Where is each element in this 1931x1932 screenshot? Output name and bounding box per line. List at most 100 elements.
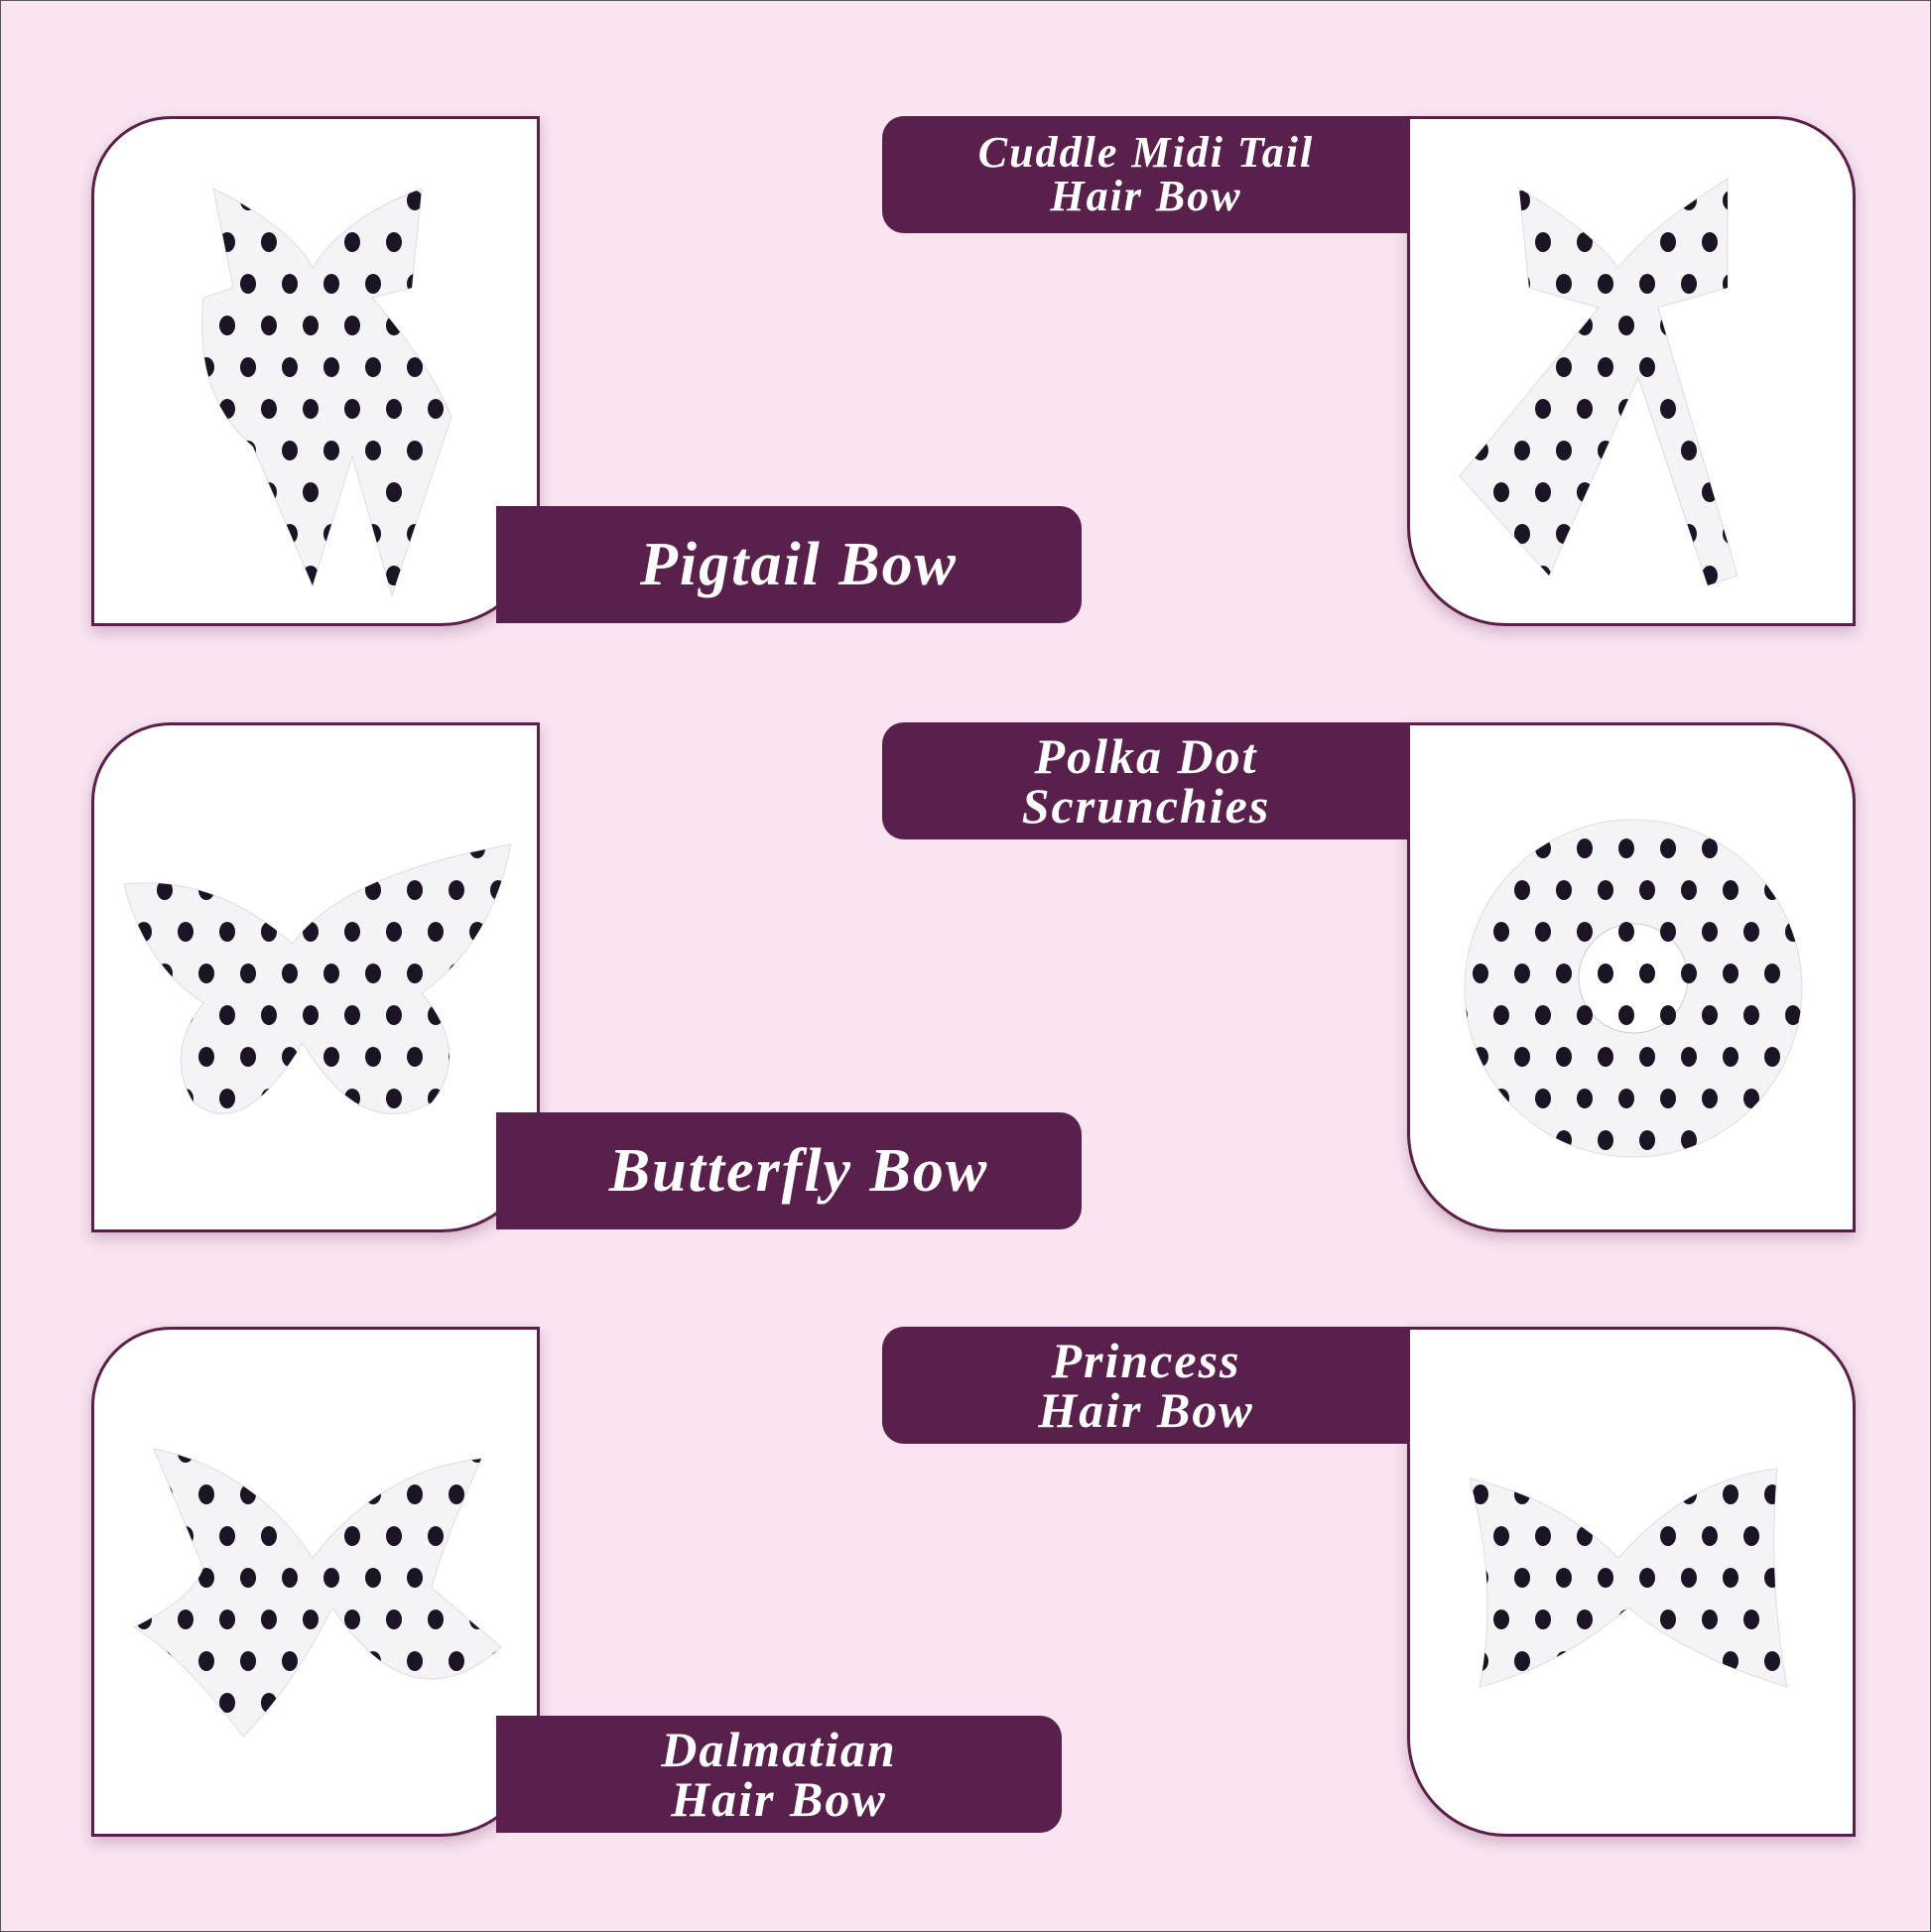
polka-dot: [386, 755, 402, 775]
polka-dot: [201, 524, 214, 544]
polka-dot: [1452, 1526, 1468, 1546]
polka-dot: [1785, 922, 1801, 942]
polka-dot: [219, 1172, 235, 1192]
polka-dot: [511, 755, 527, 775]
polka-dot: [1465, 1089, 1468, 1108]
polka-dot: [1535, 1693, 1551, 1713]
polka-dot: [344, 1089, 360, 1108]
polka-dot: [1702, 1443, 1718, 1463]
polka-dot: [1598, 1047, 1613, 1067]
polka-dot: [198, 1484, 214, 1504]
polka-dot: [386, 1776, 402, 1796]
polka-dot: [1535, 1526, 1551, 1546]
polka-dot: [198, 797, 214, 817]
polka-dot: [1660, 1172, 1676, 1192]
polka-dot: [1577, 1526, 1593, 1546]
polka-dot: [303, 1359, 319, 1379]
polka-dot: [261, 1610, 277, 1629]
polka-dot: [303, 755, 319, 775]
label-butterfly-bow: Butterfly Bow: [496, 1112, 1082, 1229]
polka-dot: [1473, 964, 1488, 983]
polka-dot: [428, 1449, 444, 1463]
polka-dot: [323, 1484, 339, 1504]
polka-dot: [323, 1735, 339, 1737]
polka-dot: [1493, 1172, 1509, 1192]
polka-dot: [1535, 482, 1551, 502]
polka-dot: [303, 844, 319, 858]
polka-dot: [136, 482, 152, 502]
polka-dot: [1577, 1443, 1593, 1463]
polka-dot: [1514, 1130, 1530, 1150]
polka-dot: [1743, 922, 1759, 942]
polka-dot: [1493, 1693, 1509, 1713]
polka-dot: [365, 1401, 381, 1421]
product-image-pigtail-bow[interactable]: [91, 116, 540, 626]
polka-dot: [1493, 922, 1509, 942]
label-text: Dalmatian: [661, 1722, 897, 1777]
polka-dot: [1743, 1693, 1759, 1713]
polka-dot: [1639, 524, 1655, 544]
polka-dot: [386, 922, 402, 942]
polka-dot: [1827, 1089, 1843, 1108]
polka-dot: [490, 441, 506, 460]
polka-dot: [344, 755, 360, 775]
polka-dot: [1702, 755, 1718, 775]
polka-dot: [1556, 1401, 1572, 1421]
polka-dot: [1493, 1610, 1509, 1629]
polka-dot: [219, 399, 235, 419]
polka-dot: [1785, 1172, 1801, 1192]
product-image-polka-dot-scrunchies[interactable]: [1407, 722, 1856, 1232]
polka-dot: [365, 1735, 381, 1737]
product-image-princess-hair-bow[interactable]: [1407, 1327, 1856, 1837]
polka-dot: [365, 1047, 381, 1067]
polka-dot: [1514, 357, 1530, 377]
polka-dot: [407, 1401, 423, 1421]
polka-dot: [1723, 357, 1738, 377]
polka-dot: [449, 1401, 464, 1421]
polka-dot: [1473, 880, 1488, 900]
polka-dot: [136, 1610, 152, 1629]
product-image-butterfly-bow[interactable]: [91, 722, 540, 1232]
polka-dot: [1806, 1047, 1822, 1067]
polka-dot: [1556, 1735, 1572, 1754]
polka-dot: [386, 482, 402, 502]
polka-dot: [1785, 838, 1801, 858]
polka-dot: [1514, 1651, 1530, 1671]
polka-dot: [1806, 1484, 1822, 1504]
polka-dot: [407, 1568, 423, 1588]
polka-dot: [386, 1359, 402, 1379]
polka-dot: [282, 274, 298, 294]
dalmatian-bow-image: [132, 1359, 502, 1796]
polka-dot: [1535, 1359, 1551, 1379]
polka-dot: [1535, 755, 1551, 775]
polka-dot: [1556, 1568, 1572, 1588]
polka-dot: [198, 1735, 214, 1737]
polka-dot: [1618, 1359, 1634, 1379]
polka-dot: [469, 1172, 485, 1192]
polka-dot: [282, 1735, 298, 1737]
polka-dot: [344, 1172, 360, 1192]
polka-dot: [1723, 1484, 1738, 1504]
polka-dot: [1723, 441, 1738, 460]
product-image-dalmatian-hair-bow[interactable]: [91, 1327, 540, 1837]
polka-dot: [1473, 797, 1488, 817]
polka-dot: [1618, 1610, 1634, 1629]
polka-dot: [1639, 1735, 1655, 1754]
polka-dot: [1452, 1172, 1468, 1192]
polka-dot: [1681, 1568, 1697, 1588]
polka-dot: [1702, 922, 1718, 942]
polka-dot: [1556, 1484, 1572, 1504]
polka-dot: [1535, 1443, 1551, 1463]
product-image-cuddle-midi-tail-hair-bow[interactable]: [1407, 116, 1856, 626]
polka-dot: [1598, 1651, 1613, 1671]
scrunchies-image: [1452, 755, 1843, 1192]
polka-dot: [219, 1449, 235, 1463]
polka-dot: [1827, 1443, 1843, 1463]
polka-dot: [136, 755, 152, 775]
polka-dot: [1535, 316, 1551, 335]
polka-dot: [1660, 1359, 1676, 1379]
polka-dot: [1827, 1172, 1843, 1192]
polka-dot: [407, 274, 423, 294]
polka-dot: [511, 232, 527, 252]
polka-dot: [1681, 524, 1697, 544]
